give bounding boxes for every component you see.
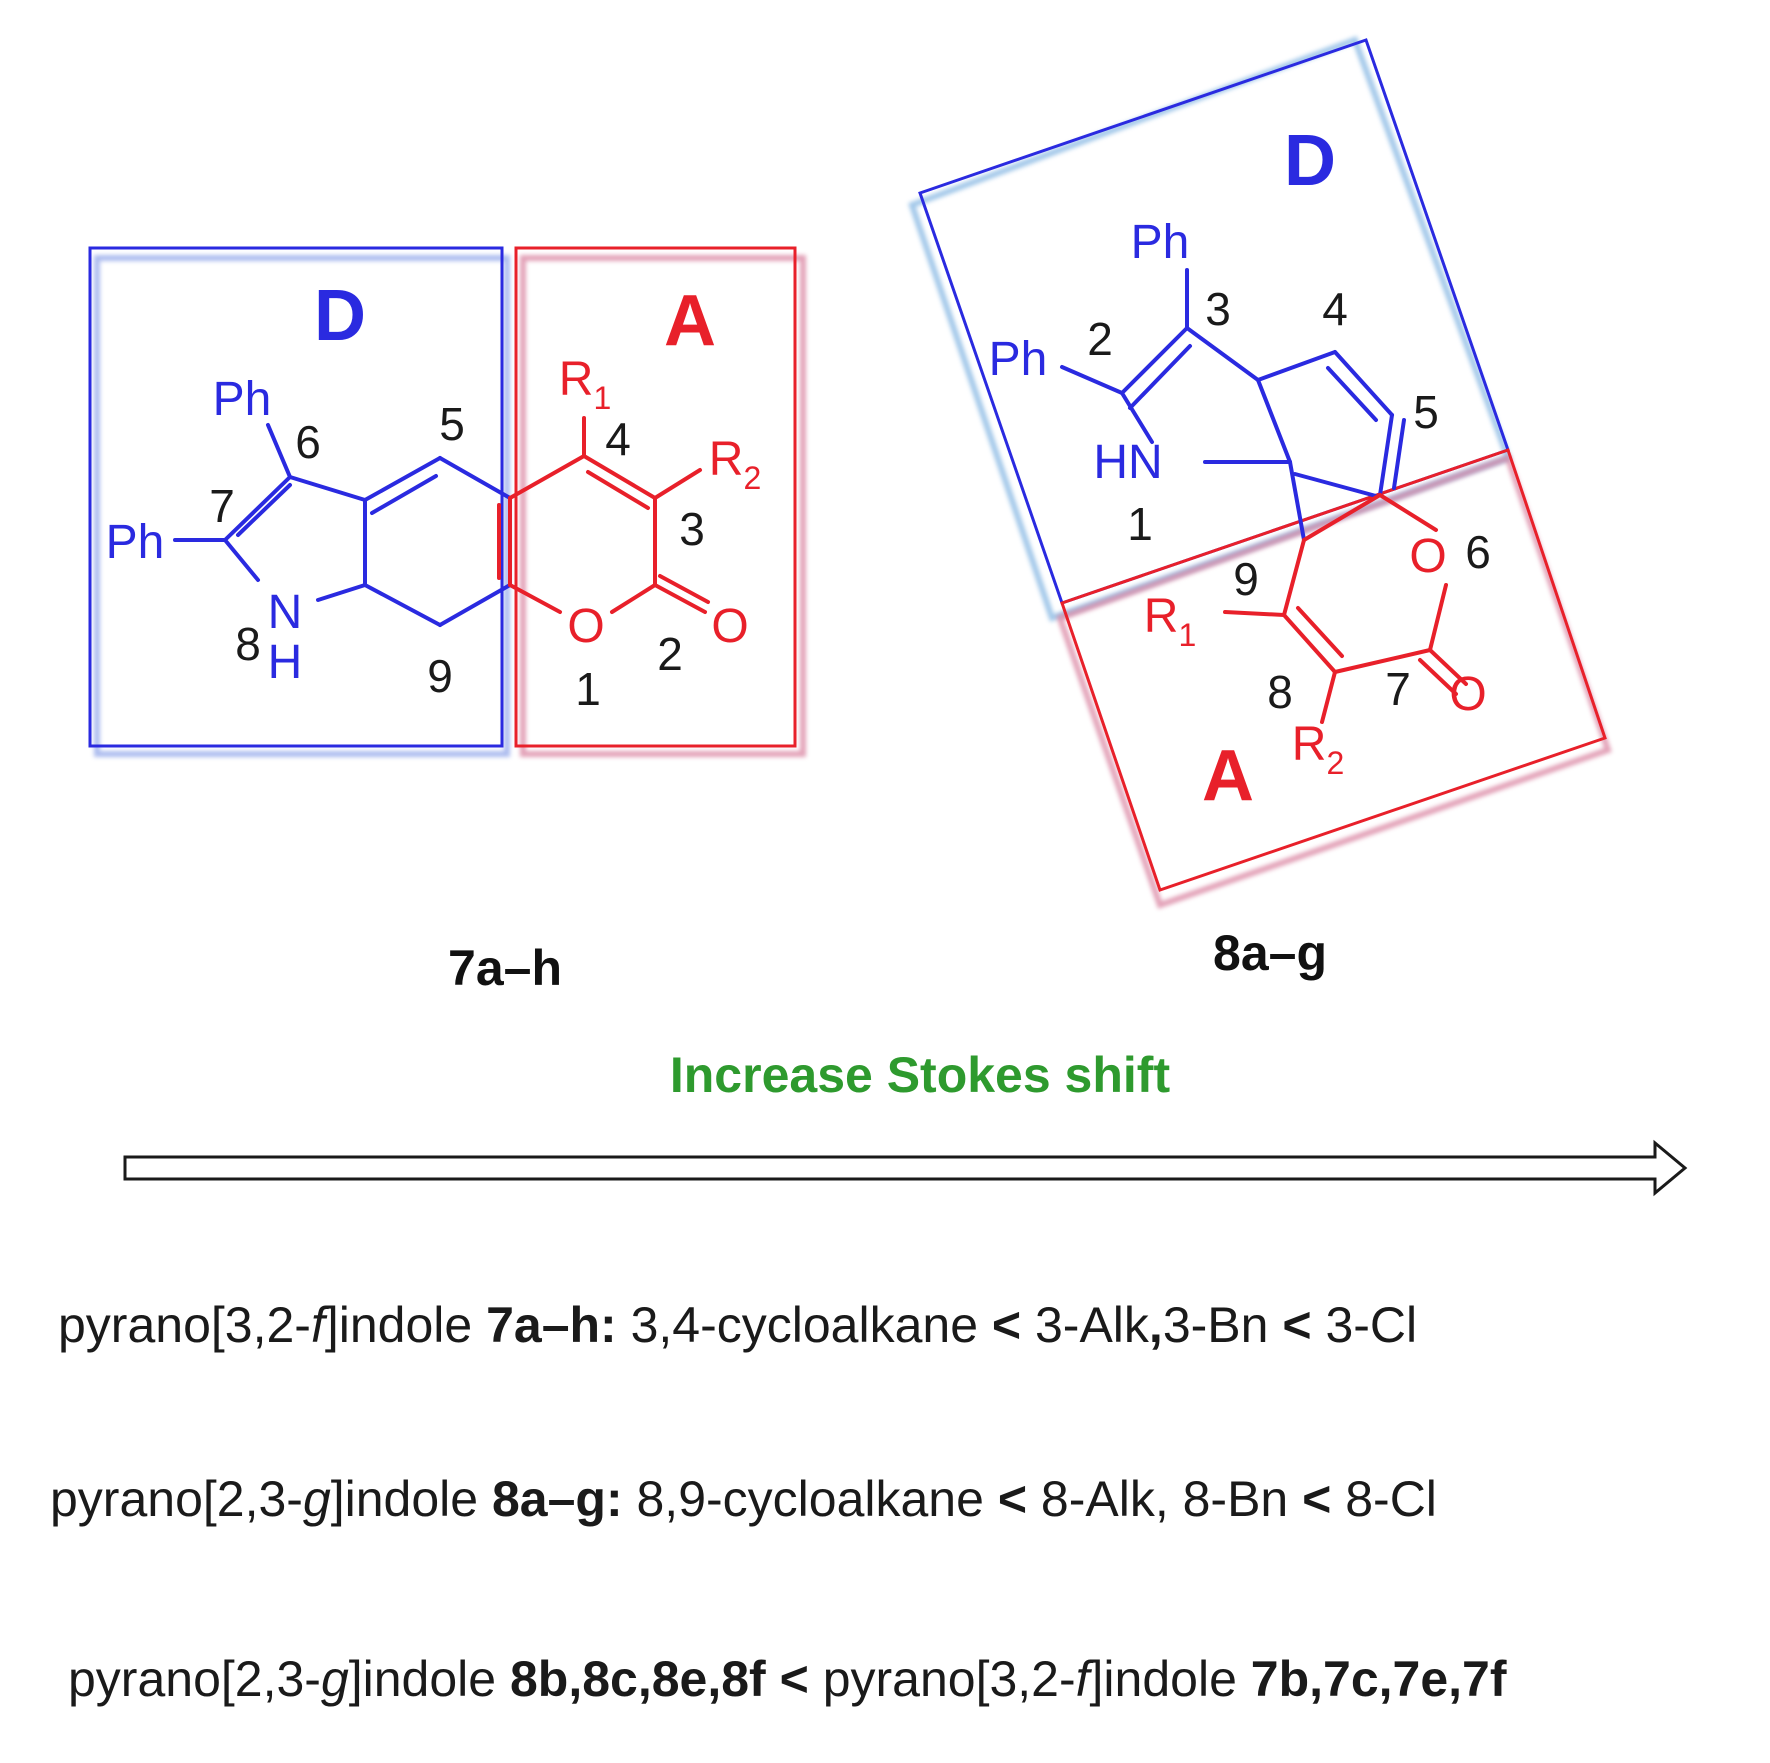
donor-box-left (88, 246, 504, 748)
acceptor-label-right: A (1202, 736, 1254, 816)
r2-subscript-left: 2 (743, 460, 761, 496)
r2-label-left: R2 (709, 433, 761, 496)
acceptor-label-left: A (664, 281, 716, 361)
phenyl-left-label-right: Ph (989, 333, 1048, 386)
locant-9-right: 9 (1233, 553, 1259, 605)
r2-subscript-right: 2 (1326, 745, 1344, 781)
compound-caption-left: 7a–h (448, 940, 562, 996)
locant-3-left: 3 (679, 503, 705, 555)
locant-4-left: 4 (605, 413, 631, 465)
locant-1-left: 1 (575, 663, 601, 715)
nh-h-left: H (268, 636, 303, 689)
acceptor-box-right (1060, 448, 1607, 892)
r2-label-right: R2 (1292, 718, 1344, 781)
series-comparison-line-1: pyrano[3,2-f]indole 7a–h: 3,4-cycloalkan… (58, 1297, 1418, 1353)
locant-7-left: 7 (209, 480, 235, 532)
series-comparison-line-3: pyrano[2,3-g]indole 8b,8c,8e,8f < pyrano… (68, 1651, 1507, 1707)
left-structure: D Ph Ph N H A R1 R2 O O 5 6 7 8 9 4 3 2 … (88, 246, 806, 996)
r1-subscript-left: 1 (593, 380, 611, 416)
arrow-label: Increase Stokes shift (670, 1047, 1171, 1103)
right-arrow-icon (123, 1139, 1688, 1197)
locant-3-right: 3 (1205, 283, 1231, 335)
carbonyl-oxygen-left: O (711, 600, 748, 653)
r1-subscript-right: 1 (1178, 617, 1196, 653)
ring-oxygen-left: O (567, 600, 604, 653)
carbonyl-oxygen-right: O (1449, 668, 1486, 721)
donor-label-right: D (1284, 121, 1336, 201)
locant-8-left: 8 (235, 618, 261, 670)
locant-7-right: 7 (1385, 663, 1411, 715)
locant-6-left: 6 (295, 416, 321, 468)
r1-label-right: R1 (1144, 590, 1196, 653)
compound-caption-right: 8a–g (1213, 925, 1327, 981)
donor-label-left: D (314, 276, 366, 356)
locant-4-right: 4 (1322, 283, 1348, 335)
locant-5-left: 5 (439, 398, 465, 450)
r1-label-left: R1 (559, 353, 611, 416)
locant-5-right: 5 (1413, 386, 1439, 438)
nh-n-left: N (268, 586, 303, 639)
locant-9-left: 9 (427, 650, 453, 702)
series-comparison-line-2: pyrano[2,3-g]indole 8a–g: 8,9-cycloalkan… (50, 1471, 1437, 1527)
locant-2-left: 2 (657, 628, 683, 680)
ring-oxygen-right: O (1409, 530, 1446, 583)
acceptor-box-left (514, 246, 797, 748)
locant-8-right: 8 (1267, 666, 1293, 718)
right-structure: D Ph Ph HN A R1 R2 O O 1 2 3 4 5 6 7 8 9… (908, 36, 1612, 981)
phenyl-left-label-left: Ph (106, 516, 165, 569)
locant-6-right: 6 (1465, 526, 1491, 578)
locant-2-right: 2 (1087, 313, 1113, 365)
phenyl-top-label-right: Ph (1131, 216, 1190, 269)
hn-label-right: HN (1093, 436, 1162, 489)
phenyl-top-label-left: Ph (213, 373, 272, 426)
locant-1-right: 1 (1127, 498, 1153, 550)
